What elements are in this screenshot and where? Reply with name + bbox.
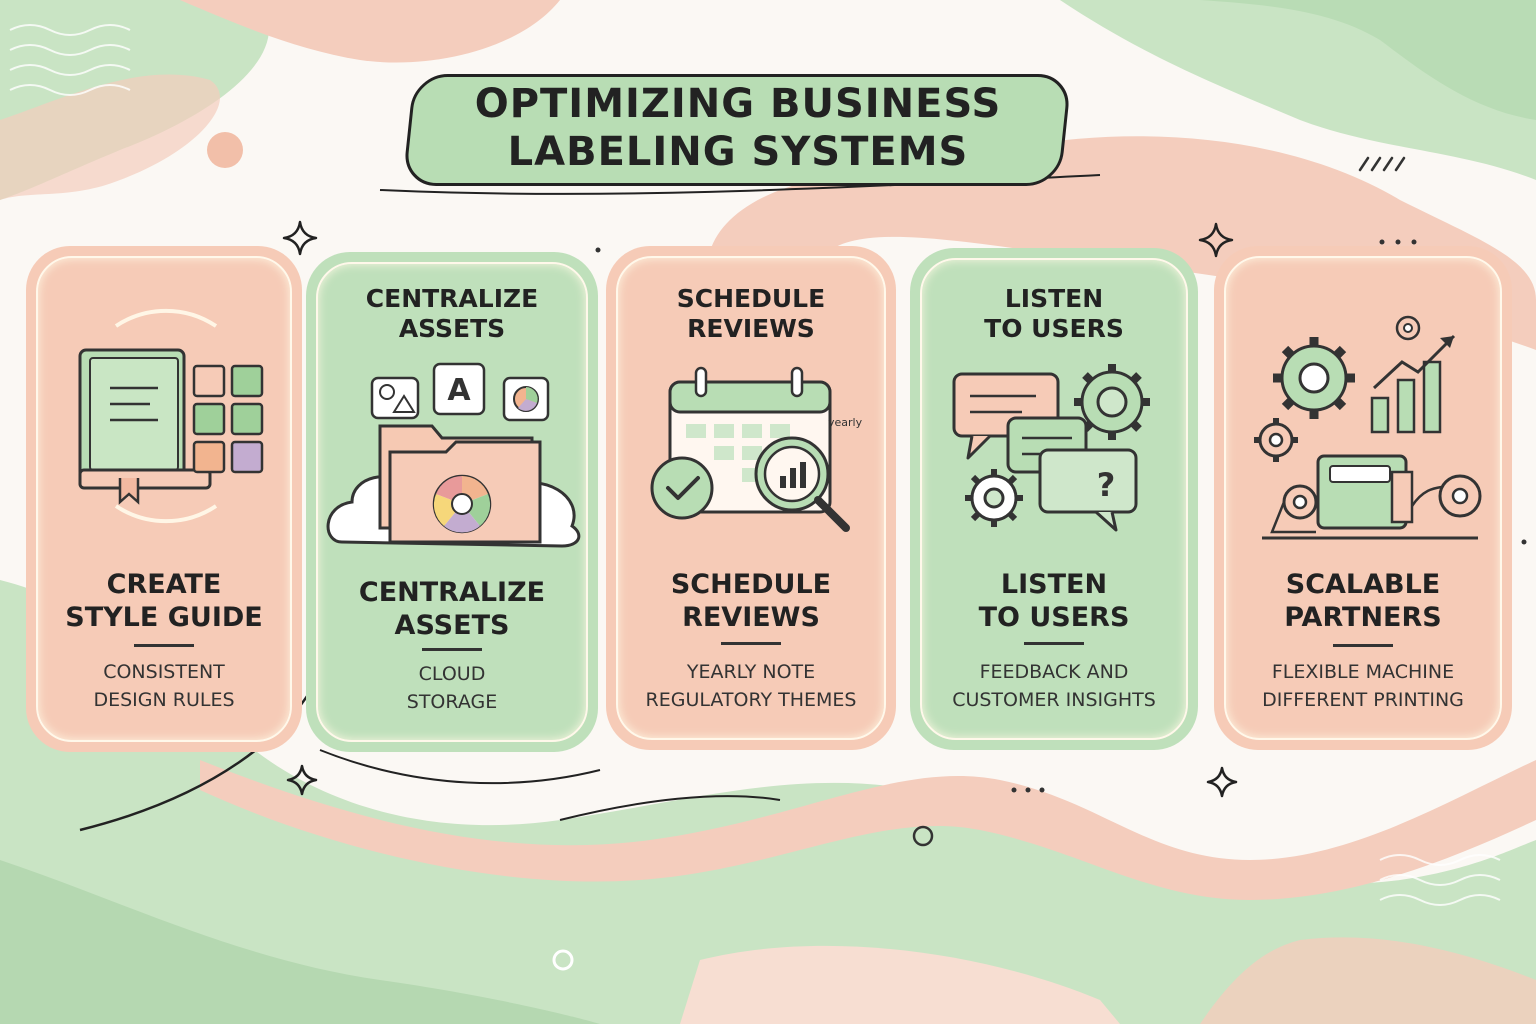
page-title: OPTIMIZING BUSINESS LABELING SYSTEMS — [388, 80, 1088, 176]
font-letter-glyph: A — [447, 373, 471, 408]
card-heading: SCALABLE PARTNERS — [1284, 569, 1442, 633]
divider — [721, 642, 781, 645]
card-scalable-partners: SCALABLE PARTNERS FLEXIBLE MACHINE DIFFE… — [1214, 246, 1512, 750]
yearly-caption: yearly — [828, 416, 863, 429]
divider — [1333, 644, 1393, 647]
label-printer-gears-icon — [1254, 315, 1482, 540]
card-listen-to-users: LISTEN TO USERS ? — [910, 248, 1198, 750]
card-description: CONSISTENT DESIGN RULES — [93, 661, 235, 711]
card-description: FEEDBACK AND CUSTOMER INSIGHTS — [952, 661, 1156, 711]
divider — [422, 648, 482, 651]
card-schedule-reviews: SCHEDULE REVIEWS yearly SCHEDULE REVIEWS… — [606, 246, 896, 750]
card-top-label: LISTEN TO USERS — [984, 284, 1124, 343]
card-create-style-guide: CREATE STYLE GUIDE CONSISTENT DESIGN RUL… — [26, 246, 302, 752]
card-heading: CREATE STYLE GUIDE — [65, 569, 263, 633]
question-mark-glyph: ? — [1097, 466, 1116, 504]
title-line-2: LABELING SYSTEMS — [507, 129, 969, 175]
divider — [1024, 642, 1084, 645]
style-guide-book-icon — [78, 308, 264, 524]
cloud-folder-icon: A — [326, 362, 581, 548]
card-description: FLEXIBLE MACHINE DIFFERENT PRINTING — [1262, 661, 1464, 711]
card-heading: SCHEDULE REVIEWS — [670, 569, 832, 633]
card-description: YEARLY NOTE REGULATORY THEMES — [645, 661, 857, 711]
card-top-label: SCHEDULE REVIEWS — [676, 284, 826, 343]
card-centralize-assets: CENTRALIZE ASSETS A CENTRALIZE ASSETS CL… — [306, 252, 598, 752]
divider — [134, 644, 194, 647]
title-line-1: OPTIMIZING BUSINESS — [474, 81, 1002, 127]
title-banner: OPTIMIZING BUSINESS LABELING SYSTEMS — [388, 60, 1088, 192]
feedback-chat-icon: ? — [952, 364, 1150, 532]
card-heading: CENTRALIZE ASSETS — [358, 577, 546, 641]
card-top-label: CENTRALIZE ASSETS — [365, 284, 539, 343]
card-heading: LISTEN TO USERS — [978, 569, 1130, 633]
card-description: CLOUD STORAGE — [406, 663, 498, 713]
calendar-review-icon: yearly — [650, 366, 863, 532]
